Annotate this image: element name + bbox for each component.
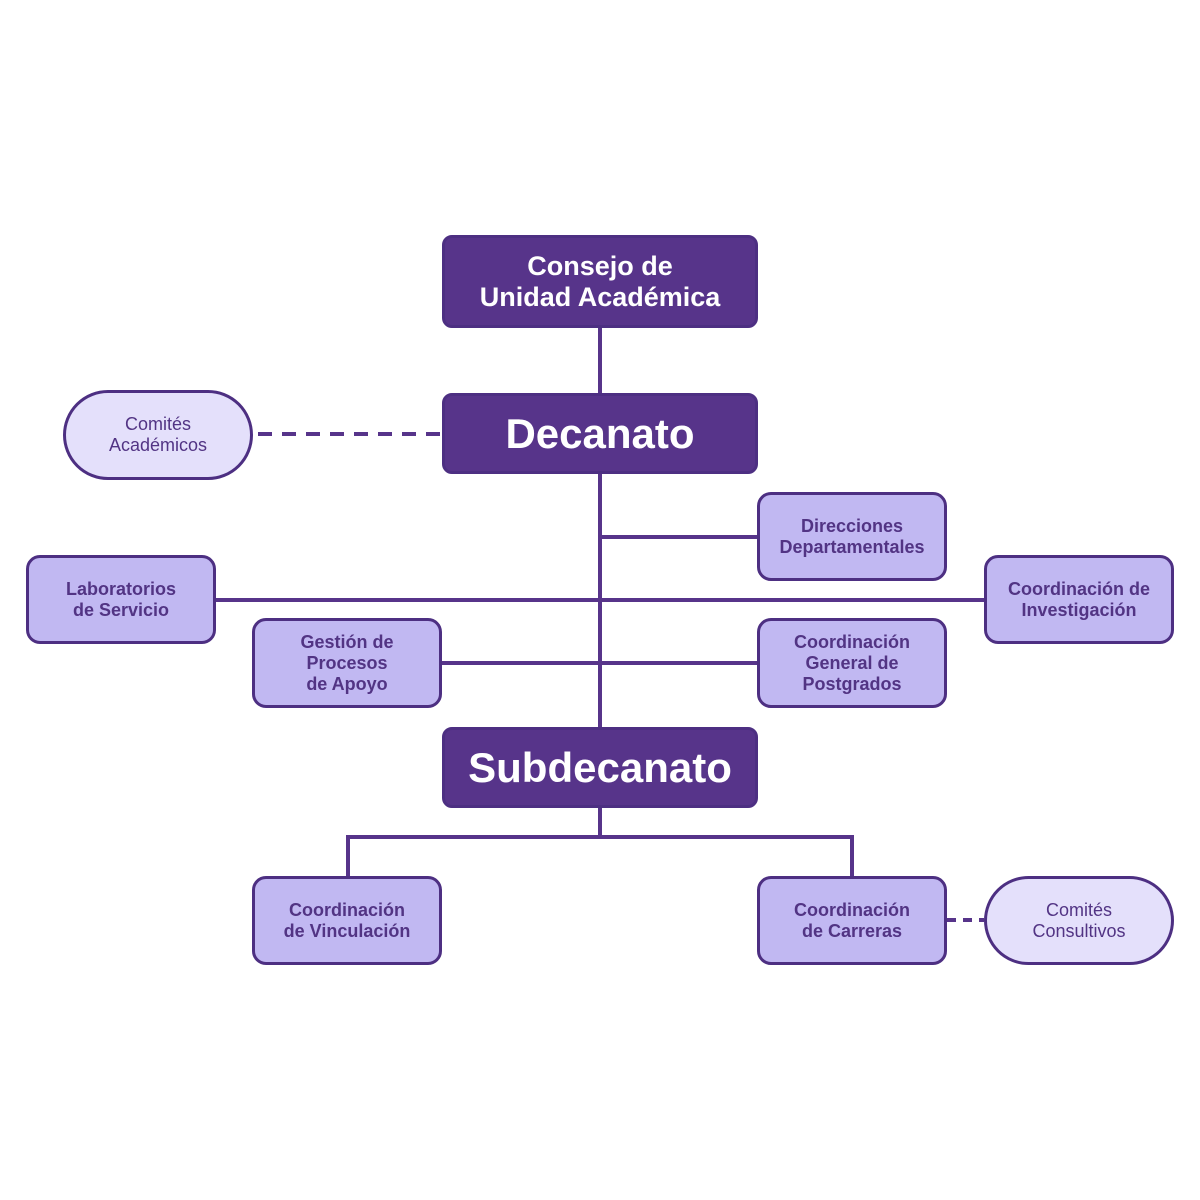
node-label: Subdecanato [468,743,732,791]
node-gestion-procesos-apoyo: Gestión de Procesos de Apoyo [252,618,442,708]
node-comites-academicos: Comités Académicos [63,390,253,480]
node-label: Laboratorios de Servicio [65,578,176,620]
node-label: Comités Académicos [108,414,208,455]
node-label: Coordinación de Vinculación [283,899,411,941]
node-label: Direcciones Departamentales [779,515,925,557]
node-coordinacion-investigacion: Coordinación de Investigación [984,555,1174,644]
node-label: Coordinación General de Postgrados [794,631,910,694]
node-label: Coordinación de Carreras [794,899,910,941]
node-label: Decanato [505,409,695,457]
node-laboratorios-servicio: Laboratorios de Servicio [26,555,216,644]
node-consejo-unidad-academica: Consejo de Unidad Académica [442,235,758,328]
node-label: Coordinación de Investigación [1007,578,1150,620]
node-label: Comités Consultivos [1032,899,1126,941]
node-comites-consultivos: Comités Consultivos [984,876,1174,965]
node-coordinacion-vinculacion: Coordinación de Vinculación [252,876,442,965]
node-label: Consejo de Unidad Académica [479,250,721,312]
node-coordinacion-carreras: Coordinación de Carreras [757,876,947,965]
branch-carreras [600,835,854,877]
node-label: Gestión de Procesos de Apoyo [300,631,394,694]
node-subdecanato: Subdecanato [442,727,758,808]
branch-vinculacion [346,835,600,877]
node-coordinacion-postgrados: Coordinación General de Postgrados [757,618,947,708]
node-decanato: Decanato [442,393,758,474]
node-direcciones-departamentales: Direcciones Departamentales [757,492,947,581]
